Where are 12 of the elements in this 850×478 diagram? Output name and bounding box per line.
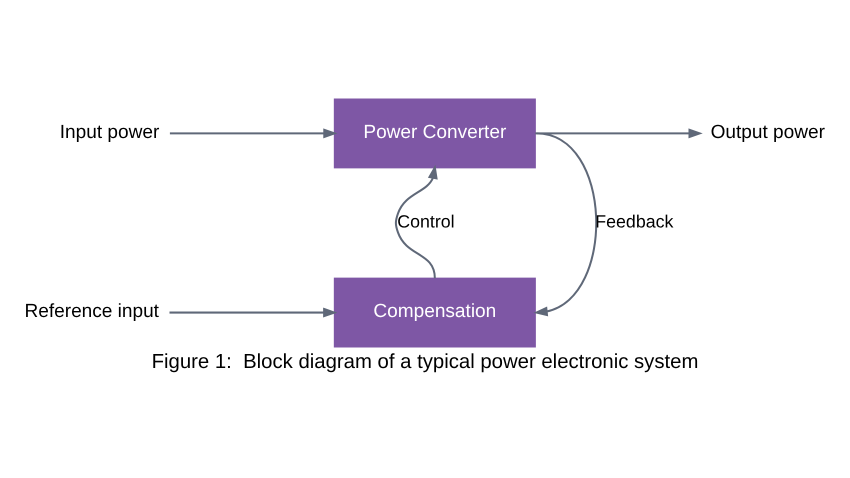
node-text: Reference input xyxy=(24,300,159,322)
node-box: Compensation xyxy=(334,277,536,348)
node-text: Output power xyxy=(710,121,825,142)
caption: Figure 1: Block diagram of a typical power electronic system xyxy=(152,350,698,373)
arrow xyxy=(169,307,338,318)
arrow xyxy=(533,132,598,316)
node-box: Power Converter xyxy=(334,98,536,168)
arrow xyxy=(535,128,703,138)
node-text: Input power xyxy=(60,121,160,142)
arrow xyxy=(170,128,338,138)
edge-label: Control xyxy=(397,211,455,232)
arrow xyxy=(394,164,438,278)
